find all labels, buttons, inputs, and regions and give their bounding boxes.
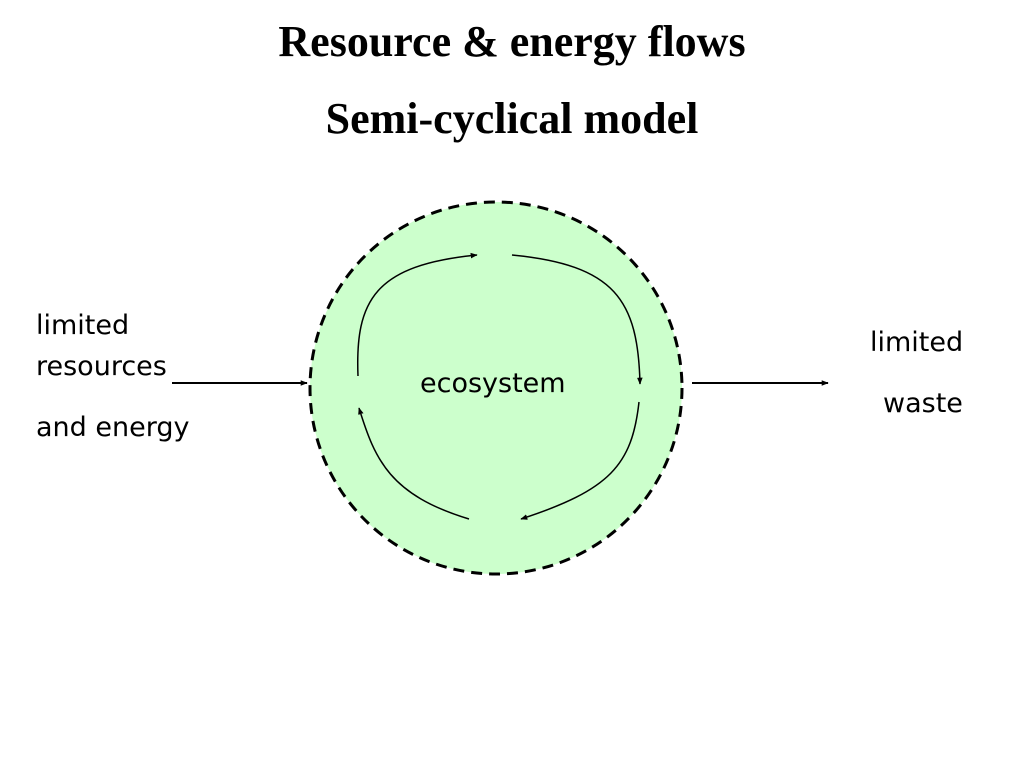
- input-label-line-2: resources: [36, 351, 167, 382]
- ecosystem-circle: [308, 200, 684, 576]
- ecosystem-label: ecosystem: [420, 368, 566, 399]
- slide-subtitle: Semi-cyclical model: [325, 94, 699, 143]
- input-label-line-1: limited: [36, 310, 130, 341]
- output-label-line-2: waste: [883, 388, 963, 419]
- slide-title: Resource & energy flows: [278, 17, 746, 66]
- input-label-line-3: and energy: [36, 412, 190, 443]
- cycle-arrow-top-right: [511, 254, 643, 385]
- cycle-arrow-bottom-left: [358, 407, 470, 520]
- output-label-line-1: limited: [870, 327, 964, 358]
- cycle-arrow-top-left: [356, 252, 478, 377]
- cycle-arrow-bottom-right: [520, 401, 640, 520]
